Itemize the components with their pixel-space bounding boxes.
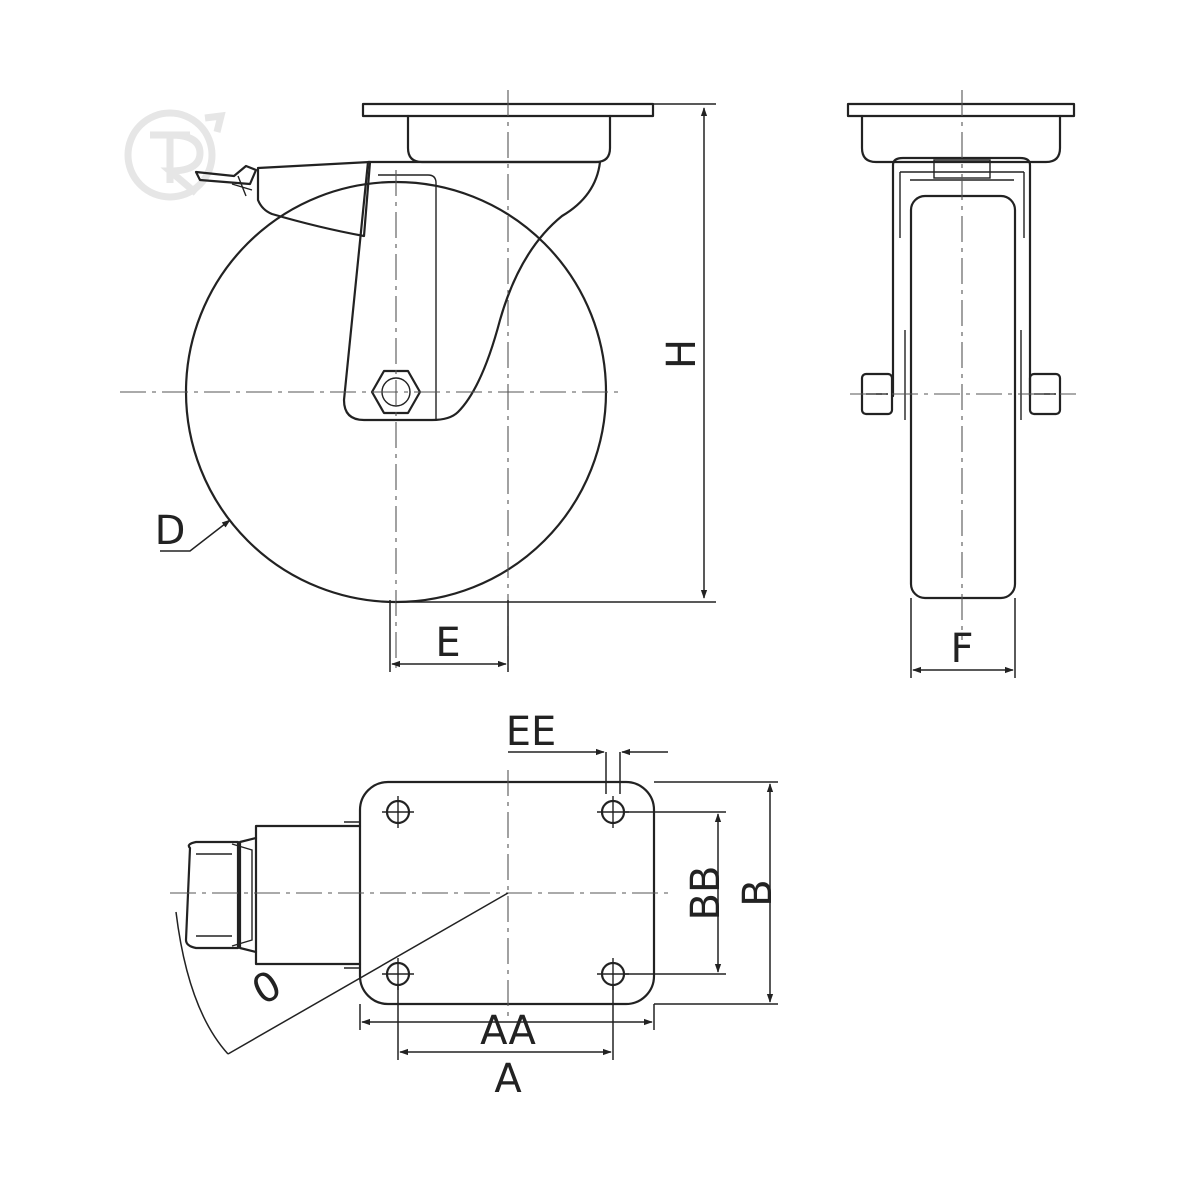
brake-top — [184, 840, 240, 950]
front-view — [846, 90, 1076, 678]
label-b: B — [735, 879, 781, 906]
label-swivel-radius: 0 — [244, 962, 289, 1015]
bolt-holes — [382, 796, 629, 990]
brake-pedal — [194, 164, 258, 186]
label-d: D — [155, 508, 186, 554]
label-a: A — [494, 1056, 522, 1102]
brand-logo — [124, 109, 226, 201]
label-aa: AA — [480, 1008, 536, 1054]
fork-leg — [342, 160, 602, 422]
mounting-plate-front — [846, 102, 1076, 118]
side-view — [120, 90, 716, 672]
label-e: E — [435, 620, 460, 666]
label-h: H — [659, 339, 705, 369]
brake-body — [256, 160, 372, 238]
swivel-housing-front — [860, 114, 1062, 164]
label-ee: EE — [506, 709, 557, 755]
dimension-d-leader — [160, 519, 231, 552]
swivel-radius-line — [227, 892, 509, 1055]
wheel-front — [909, 194, 1017, 600]
top-view — [170, 748, 778, 1060]
swivel-housing — [406, 114, 612, 164]
label-f: F — [950, 626, 973, 672]
label-bb: BB — [683, 866, 729, 921]
